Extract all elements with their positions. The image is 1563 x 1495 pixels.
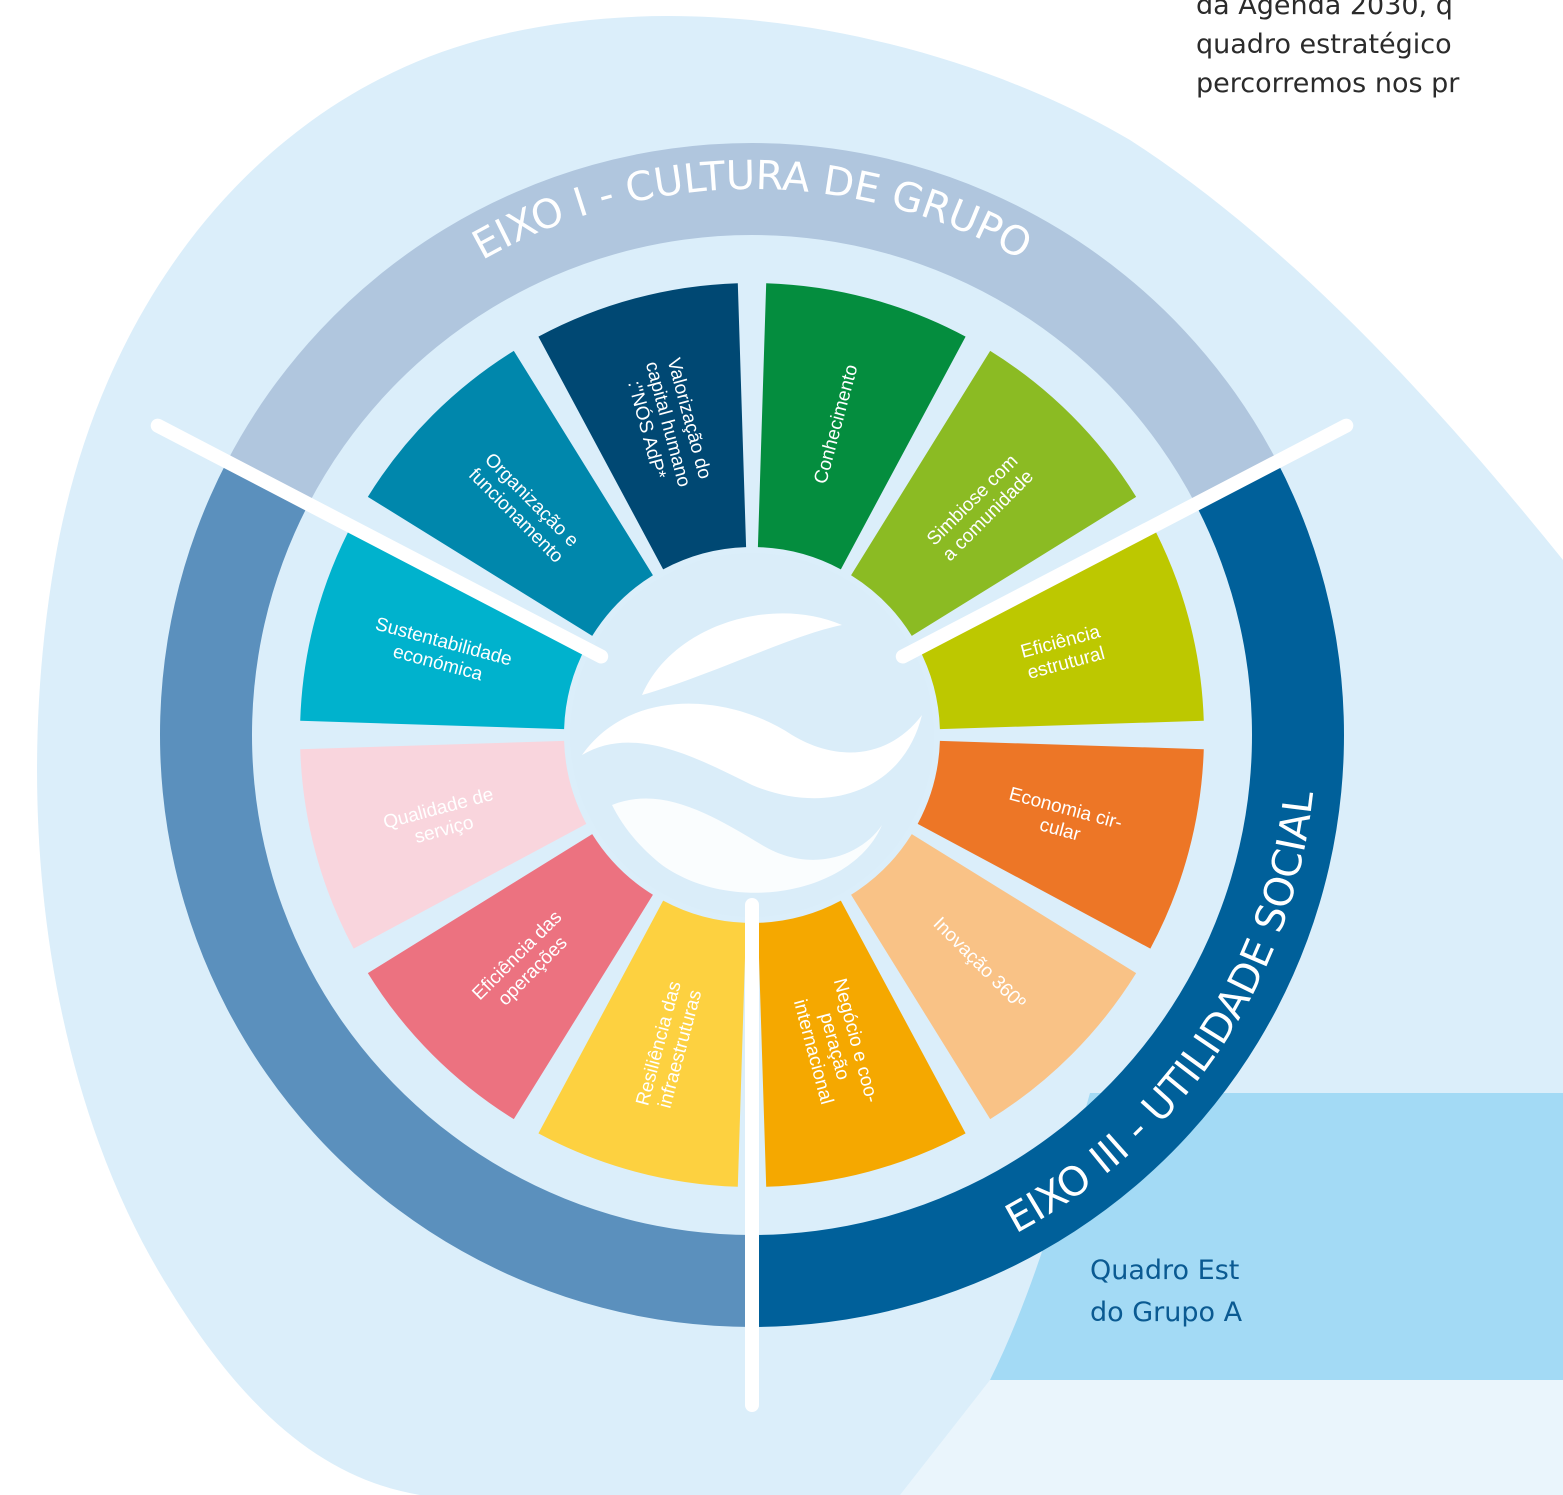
logo-wave-middle <box>582 703 922 799</box>
segment: Inovação 360º <box>851 834 1137 1120</box>
segment-wedge <box>851 350 1137 636</box>
caption-line: do Grupo A <box>1090 1297 1243 1328</box>
caption-line: Quadro Est <box>1090 1255 1240 1286</box>
segment: Sustentabilidadeeconómica <box>300 521 587 730</box>
segment: Valorização docapital humano:"NÓS AdP* <box>538 283 747 570</box>
intro-line: da Agenda 2030, q <box>1196 0 1453 21</box>
axis-rings <box>160 142 1344 1328</box>
segment-wedge <box>367 350 653 636</box>
axis-ring-3 <box>752 461 1344 1328</box>
segment: Economia cir-cular <box>917 740 1204 949</box>
axis-divider <box>150 418 609 664</box>
segment: Resiliência dasinfraestruturas <box>538 900 747 1187</box>
segment-wedge <box>851 834 1137 1120</box>
water-drop-logo <box>582 613 922 893</box>
intro-text: da Agenda 2030, q quadro estratégico per… <box>1196 0 1563 103</box>
center-logo <box>570 553 934 917</box>
segment-wedge <box>538 900 747 1187</box>
segment-wedge <box>300 740 587 949</box>
axis-divider <box>895 418 1354 664</box>
segment: Eficiência dasoperações <box>367 834 653 1120</box>
segment-wedge <box>917 521 1204 730</box>
background-band <box>900 1380 1563 1495</box>
intro-line: quadro estratégico <box>1196 29 1452 60</box>
segment: Conhecimento <box>757 283 966 570</box>
segment: Eficiênciaestrutural <box>917 521 1204 730</box>
segment-wedge <box>367 834 653 1120</box>
intro-line: percorremos nos pr <box>1196 68 1460 99</box>
segment: Qualidade deserviço <box>300 740 587 949</box>
segment: Organização efuncionamento <box>367 350 653 636</box>
dividers <box>150 418 1354 1412</box>
logo-wave-bottom <box>612 798 882 893</box>
axis-ring-1 <box>226 142 1278 505</box>
logo-wave-top <box>642 613 842 695</box>
segment-wedge <box>917 740 1204 949</box>
segment-wedge <box>757 283 966 570</box>
segment-wedge <box>538 283 747 570</box>
segment-wedge <box>757 900 966 1187</box>
segment-wedge <box>300 521 587 730</box>
axis-ring-2 <box>160 461 752 1328</box>
segment: Negócio e coo-peraçãointernacional <box>757 900 966 1187</box>
caption-box: Quadro Est do Grupo A <box>1090 1220 1563 1380</box>
segment: Simbiose coma comunidade <box>851 350 1137 636</box>
